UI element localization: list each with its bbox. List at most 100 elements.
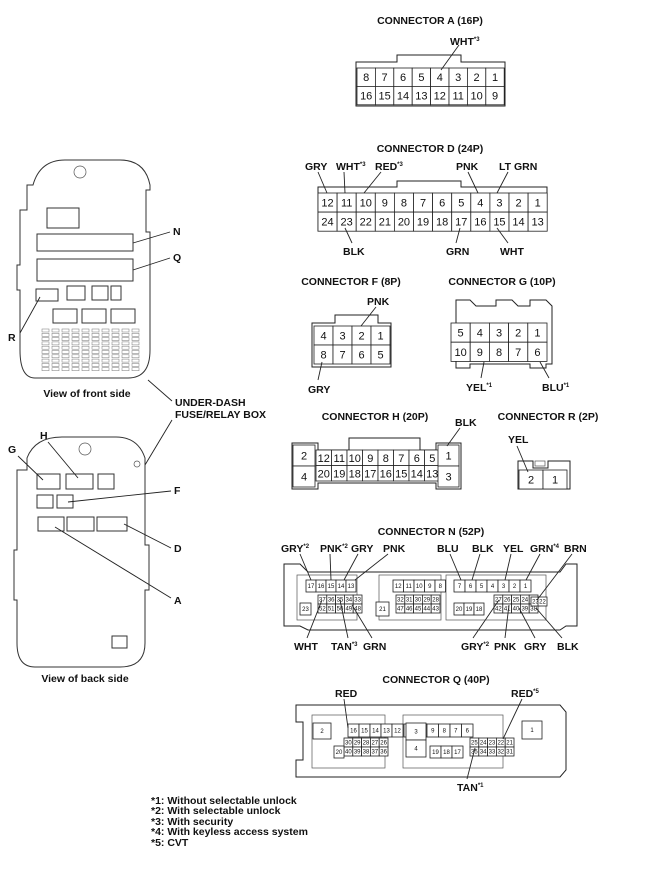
fuse-slot bbox=[131, 363, 140, 367]
connector-h-pin: 16 bbox=[380, 468, 392, 480]
connector-r-title: CONNECTOR R (2P) bbox=[498, 411, 599, 423]
fuse-slot bbox=[111, 333, 120, 337]
connector-n-wire-grn: GRN bbox=[363, 641, 386, 653]
fuse-slot bbox=[121, 341, 130, 346]
fuse-slot bbox=[51, 367, 60, 371]
fuse-slot bbox=[61, 328, 70, 333]
connector-n-pin: 4 bbox=[491, 584, 495, 590]
footnote-2: *2: With selectable unlock bbox=[151, 805, 281, 818]
connector-a-pin: 15 bbox=[378, 91, 390, 103]
fuse-slot bbox=[121, 358, 130, 363]
connector-h-side-pin-cell bbox=[292, 465, 316, 488]
fuse-slot bbox=[51, 354, 60, 359]
fuse-slot bbox=[111, 337, 120, 341]
connector-n-pin: 33 bbox=[354, 598, 361, 604]
connector-g-title: CONNECTOR G (10P) bbox=[448, 276, 555, 288]
connector-g-pin: 1 bbox=[534, 328, 540, 340]
fuse-slot bbox=[121, 367, 130, 371]
connector-q-single: 3 bbox=[414, 730, 418, 736]
connector-q-single-cell bbox=[333, 745, 345, 759]
connector-h-pin: 7 bbox=[398, 453, 404, 465]
fuse-slot bbox=[121, 350, 130, 354]
fuse-slot bbox=[131, 350, 140, 354]
connector-q-wire-tan1: TAN*1 bbox=[457, 782, 484, 794]
connector-n-pin: 34 bbox=[345, 598, 352, 604]
front-slot-n bbox=[36, 233, 134, 252]
connector-d-wire-gry: GRY bbox=[305, 161, 327, 173]
connector-h-wire-blk: BLK bbox=[455, 417, 477, 429]
connector-d-pin: 18 bbox=[436, 217, 448, 229]
fuse-slot bbox=[61, 341, 70, 346]
fuse-slot bbox=[71, 345, 80, 350]
connector-a-pin: 13 bbox=[415, 91, 427, 103]
connector-h-pin: 17 bbox=[364, 468, 376, 480]
connector-q-pin: 39 bbox=[354, 750, 361, 756]
connector-f-pin: 3 bbox=[339, 331, 345, 343]
connector-n-single: 20 bbox=[456, 607, 463, 613]
fuse-slot bbox=[41, 350, 50, 354]
fuse-slot bbox=[101, 367, 110, 371]
connector-n-pin: 9 bbox=[428, 584, 432, 590]
callout-h: H bbox=[40, 430, 48, 442]
connector-n-pin: 16 bbox=[318, 584, 325, 590]
fuse-box-back-view: View of back side G H F D A bbox=[8, 430, 182, 685]
fuse-slot bbox=[101, 354, 110, 359]
connector-n-pin: 48 bbox=[354, 607, 361, 613]
connector-n-pin: 11 bbox=[406, 584, 413, 590]
connector-n-pin: 44 bbox=[423, 607, 430, 613]
connector-d-pin: 15 bbox=[493, 217, 505, 229]
connector-q-single: 2 bbox=[320, 729, 324, 735]
connector-n-single: 19 bbox=[466, 607, 473, 613]
fuse-slot bbox=[71, 328, 80, 333]
fuse-slot bbox=[91, 358, 100, 363]
fuse-slot bbox=[51, 328, 60, 333]
connector-d-pin: 11 bbox=[341, 198, 352, 210]
fuse-slot bbox=[81, 341, 90, 346]
fuse-slot bbox=[111, 358, 120, 363]
connector-h-pin: 12 bbox=[318, 453, 330, 465]
fuse-slot bbox=[41, 328, 50, 333]
fuse-slot bbox=[51, 333, 60, 337]
connector-q-pin: 30 bbox=[345, 741, 352, 747]
connector-q-single: 1 bbox=[530, 728, 534, 734]
connector-n-pin: 39 bbox=[521, 607, 528, 613]
connector-q-pin: 9 bbox=[431, 729, 435, 735]
back-slot-a bbox=[37, 516, 65, 532]
connector-d-title: CONNECTOR D (24P) bbox=[377, 143, 484, 155]
connector-g-pin: 6 bbox=[534, 347, 540, 359]
connector-a-pin: 10 bbox=[470, 91, 482, 103]
fuse-slot bbox=[61, 358, 70, 363]
callout-d: D bbox=[174, 543, 182, 555]
connector-q-single: 4 bbox=[414, 747, 418, 753]
connector-n-pin: 47 bbox=[397, 607, 404, 613]
connector-h-pin: 13 bbox=[426, 468, 438, 480]
connector-n-pin: 52 bbox=[319, 607, 326, 613]
connector-n-pin: 36 bbox=[328, 598, 335, 604]
fuse-slot bbox=[111, 354, 120, 359]
connector-f-pin-cell bbox=[370, 344, 391, 365]
connector-n-wire-tan3: TAN*3 bbox=[331, 641, 358, 653]
footnote-5: *5: CVT bbox=[151, 836, 189, 849]
fuse-slot bbox=[81, 333, 90, 337]
fuse-slot bbox=[71, 341, 80, 346]
connector-n-pin: 45 bbox=[415, 607, 422, 613]
fuse-slot bbox=[71, 363, 80, 367]
connector-q-pin: 32 bbox=[497, 750, 504, 756]
fuse-slot bbox=[51, 337, 60, 341]
connector-a-pin: 16 bbox=[360, 91, 372, 103]
connector-d-pin-cell bbox=[527, 211, 548, 232]
connector-f-pin: 7 bbox=[339, 350, 345, 362]
connector-d-pin: 13 bbox=[532, 217, 544, 229]
connector-n-pin: 2 bbox=[513, 584, 517, 590]
connector-q-pin: 8 bbox=[443, 729, 447, 735]
connector-n-pin: 26 bbox=[504, 598, 511, 604]
connector-q-pin: 6 bbox=[466, 729, 470, 735]
connector-a-pin: 5 bbox=[418, 72, 424, 84]
connector-q-pin: 40 bbox=[345, 750, 352, 756]
connector-n-pin: 29 bbox=[423, 598, 430, 604]
fuse-slot bbox=[41, 358, 50, 363]
fuse-slot bbox=[111, 328, 120, 333]
